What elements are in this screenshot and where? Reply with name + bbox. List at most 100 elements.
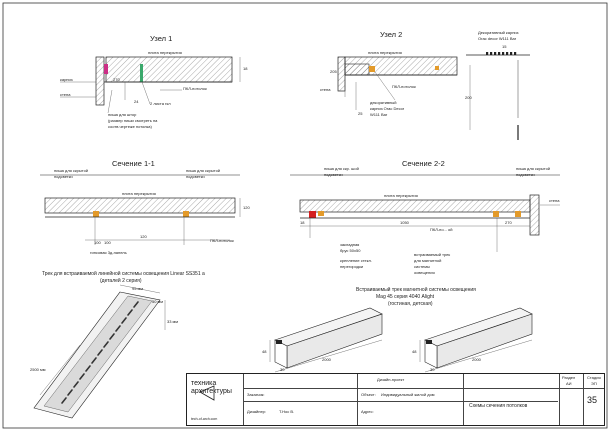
node2-dim-a: 205: [330, 69, 337, 74]
designer-label: Дизайнер:: [247, 409, 267, 414]
logo-line1: техника: [191, 380, 217, 387]
section2-fix-label2: перегородки: [340, 264, 364, 269]
sheet-value: ЭП: [591, 381, 597, 386]
section2-track-label: встраиваемый трек: [414, 252, 451, 257]
section-label: Раздел: [562, 375, 576, 380]
section1-profile-label: гипсовая 3д-панель: [90, 250, 127, 255]
section1-dim-d: 120: [243, 205, 250, 210]
section2-ceiling-label: ПКЛ-по... ой: [430, 227, 453, 232]
node1-title: Узел 1: [150, 34, 173, 43]
section2-slab-label: плита перекрытия: [384, 193, 418, 198]
track2-dim-len-a: 2000: [322, 357, 331, 362]
node2-ceiling-label: ПКЛ-потолок: [392, 84, 416, 89]
section2-niche-left2: подсветки: [324, 172, 343, 177]
track1-dim-d: 2500 мм: [30, 367, 46, 372]
track1-dim-b: 50 мм: [152, 299, 164, 304]
section2-fix-label: крепление стекл.: [340, 258, 372, 263]
node1-wall-label: стена: [60, 92, 71, 97]
section2-bar-label: закладная: [340, 242, 360, 247]
section1-niche-right: ниша для скрытой: [186, 168, 221, 173]
designer-value: Т.Нос В.: [279, 409, 295, 414]
address-label: Адрес:: [361, 409, 374, 414]
section2-wall: [529, 194, 540, 236]
section1-drawing: [40, 174, 241, 245]
logo-site[interactable]: tech-of-arch.com: [191, 417, 218, 421]
node1-wall: [95, 56, 105, 106]
section1-title: Сечение 1-1: [112, 159, 155, 168]
customer-label: Заказчик:: [247, 392, 265, 397]
detail-dim-h: 200: [465, 95, 472, 100]
node1-slab-label: плита перекрытия: [148, 50, 182, 55]
section2-niche-right: ниша для скрытой: [516, 166, 551, 171]
section1-dim-a: 100: [94, 240, 101, 245]
section2-dim-c: 18: [300, 220, 305, 225]
section2-slab: [299, 199, 531, 213]
node1-gkl-label: 2 листа гкл: [150, 101, 171, 106]
detail-title: Декоративный карниз: [478, 30, 519, 35]
page-number: 35: [587, 395, 598, 405]
track1-dim-a: 95 мм: [132, 286, 144, 291]
track1-caption2: (деталей 2 серия): [100, 278, 142, 284]
track2-drawing-a: [269, 307, 383, 373]
track2-dim-h-a: 48: [262, 349, 267, 354]
section2-track-label3: системы: [414, 264, 430, 269]
section2-title: Сечение 2-2: [402, 159, 445, 168]
node1-dim-a: 270: [113, 77, 120, 82]
section2-wall-label: стена: [549, 198, 560, 203]
node1-ceiling-label: ПКЛ-потолок: [183, 86, 207, 91]
node2-slab-label: плита перекрытия: [368, 50, 402, 55]
node2-cornice-label2: карниз Orac Decor: [370, 106, 405, 111]
section1-ceiling-label: ПКЛ-потолок: [210, 238, 234, 243]
section1-slab: [44, 197, 236, 214]
node2-drawing: [337, 56, 458, 110]
track2-dim-w-b: 30: [430, 367, 435, 372]
project-label: Дизайн-проект: [377, 377, 405, 382]
track2-caption3: (гостиная, детская): [388, 301, 433, 307]
section2-dim-b: 270: [505, 220, 512, 225]
section1-dim-c: 120: [140, 234, 147, 239]
section2-niche-left: ниша для скр. шой: [324, 166, 359, 171]
node1-cornice-mark: [104, 64, 108, 74]
node1-slab: [105, 56, 233, 83]
node1-niche-label: ниша для штор: [108, 112, 137, 117]
node2-wall-label: стена: [320, 87, 331, 92]
section2-bar-mark: [309, 211, 316, 218]
node2-light-mark: [369, 66, 375, 72]
logo-mark-icon: [199, 385, 215, 401]
section2-track-label2: для магнитной: [414, 258, 442, 263]
detail-dim-w: 15: [502, 44, 507, 49]
node1-dim-c: 18: [243, 66, 248, 71]
node1-drawing: [60, 56, 241, 114]
section2-track-label4: освещения: [414, 270, 435, 275]
section2-drawing: [290, 174, 560, 252]
track2-dim-w-a: 30: [280, 367, 285, 372]
node1-gkl-mark: [140, 64, 143, 82]
sheet-title: Схемы сечения потолков: [469, 403, 528, 409]
track1-caption: Трек для встраиваемой линейной системы о…: [42, 271, 205, 277]
track1-drawing: [33, 284, 166, 419]
object-label: Объект:: [361, 392, 376, 397]
track2-dim-h-b: 48: [412, 349, 417, 354]
node1-cornice-label: карниз: [60, 77, 73, 82]
section1-slab-label: плита перекрытия: [122, 191, 156, 196]
track1-dim-c: 33 мм: [167, 319, 179, 324]
section1-niche-right2: подсветки: [186, 174, 205, 179]
node2-wall: [337, 56, 346, 92]
section1-dim-b: 100: [104, 240, 111, 245]
section-value: АИ: [566, 381, 572, 386]
section1-niche-left: ниша для скрытой: [54, 168, 89, 173]
track2-caption2: Mag 45 серия 4040 Alight: [376, 294, 435, 300]
section2-niche-right2: подсветки: [516, 172, 535, 177]
detail-title2: Orac decor W111 Bar: [478, 36, 517, 41]
node2-title: Узел 2: [380, 30, 403, 39]
node2-cornice-label: декоративный: [370, 100, 397, 105]
section2-bar-label2: брус 50х50: [340, 248, 361, 253]
track2-caption: Встраиваемый трек магнитной системы осве…: [356, 287, 476, 293]
cornice-detail-drawing: [466, 52, 530, 140]
title-block: техника архитектуры tech-of-arch.com Диз…: [186, 373, 605, 426]
logo-line2: архитектуры: [191, 388, 232, 395]
node1-niche-note: (размер ниши смотреть на: [108, 118, 158, 123]
